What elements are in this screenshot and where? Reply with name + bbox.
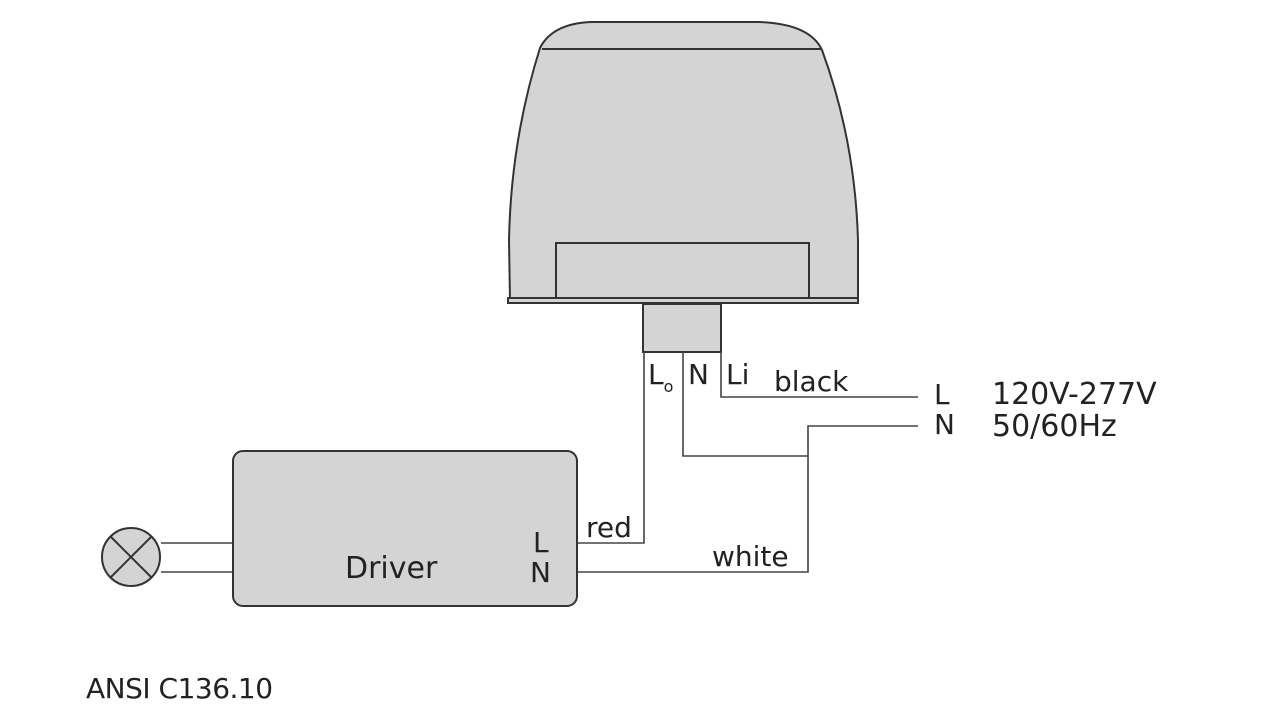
- photocontrol-housing: [507, 21, 859, 301]
- terminal-lo-label: Lo: [648, 358, 673, 396]
- driver: Driver L N: [232, 450, 578, 607]
- wire-neutral-from-control: [682, 352, 808, 457]
- standard-caption: ANSI C136.10: [86, 672, 273, 705]
- wire-neutral-supply: [578, 425, 918, 573]
- terminal-lo-subscript: o: [664, 377, 674, 396]
- terminal-n-label: N: [688, 358, 709, 391]
- photocontrol: [507, 21, 859, 353]
- supply-neutral-label: N: [934, 408, 955, 441]
- wire-red: [578, 352, 645, 544]
- driver-box: [232, 450, 578, 607]
- lamp-icon: [101, 527, 161, 587]
- wire-label-red: red: [586, 511, 632, 544]
- wires: [161, 352, 918, 573]
- photocontrol-window: [555, 242, 810, 299]
- driver-terminal-l: L: [533, 526, 549, 559]
- supply-voltage: 120V-277V: [992, 377, 1157, 412]
- wire-label-white: white: [712, 540, 789, 573]
- wire-label-black: black: [774, 365, 849, 398]
- terminal-li-label: Li: [726, 358, 749, 391]
- supply-labels: L N 120V-277V 50/60Hz: [934, 377, 1157, 444]
- driver-terminal-n: N: [530, 556, 551, 589]
- supply-frequency: 50/60Hz: [992, 409, 1117, 444]
- driver-label: Driver: [345, 551, 438, 586]
- controller-terminal-labels: Lo N Li: [648, 358, 749, 396]
- wire-black: [720, 352, 918, 398]
- photocontrol-base-plate: [507, 297, 859, 304]
- terminal-lo-main: L: [648, 358, 664, 391]
- photocontrol-connector: [642, 303, 722, 353]
- supply-line-label: L: [934, 378, 950, 411]
